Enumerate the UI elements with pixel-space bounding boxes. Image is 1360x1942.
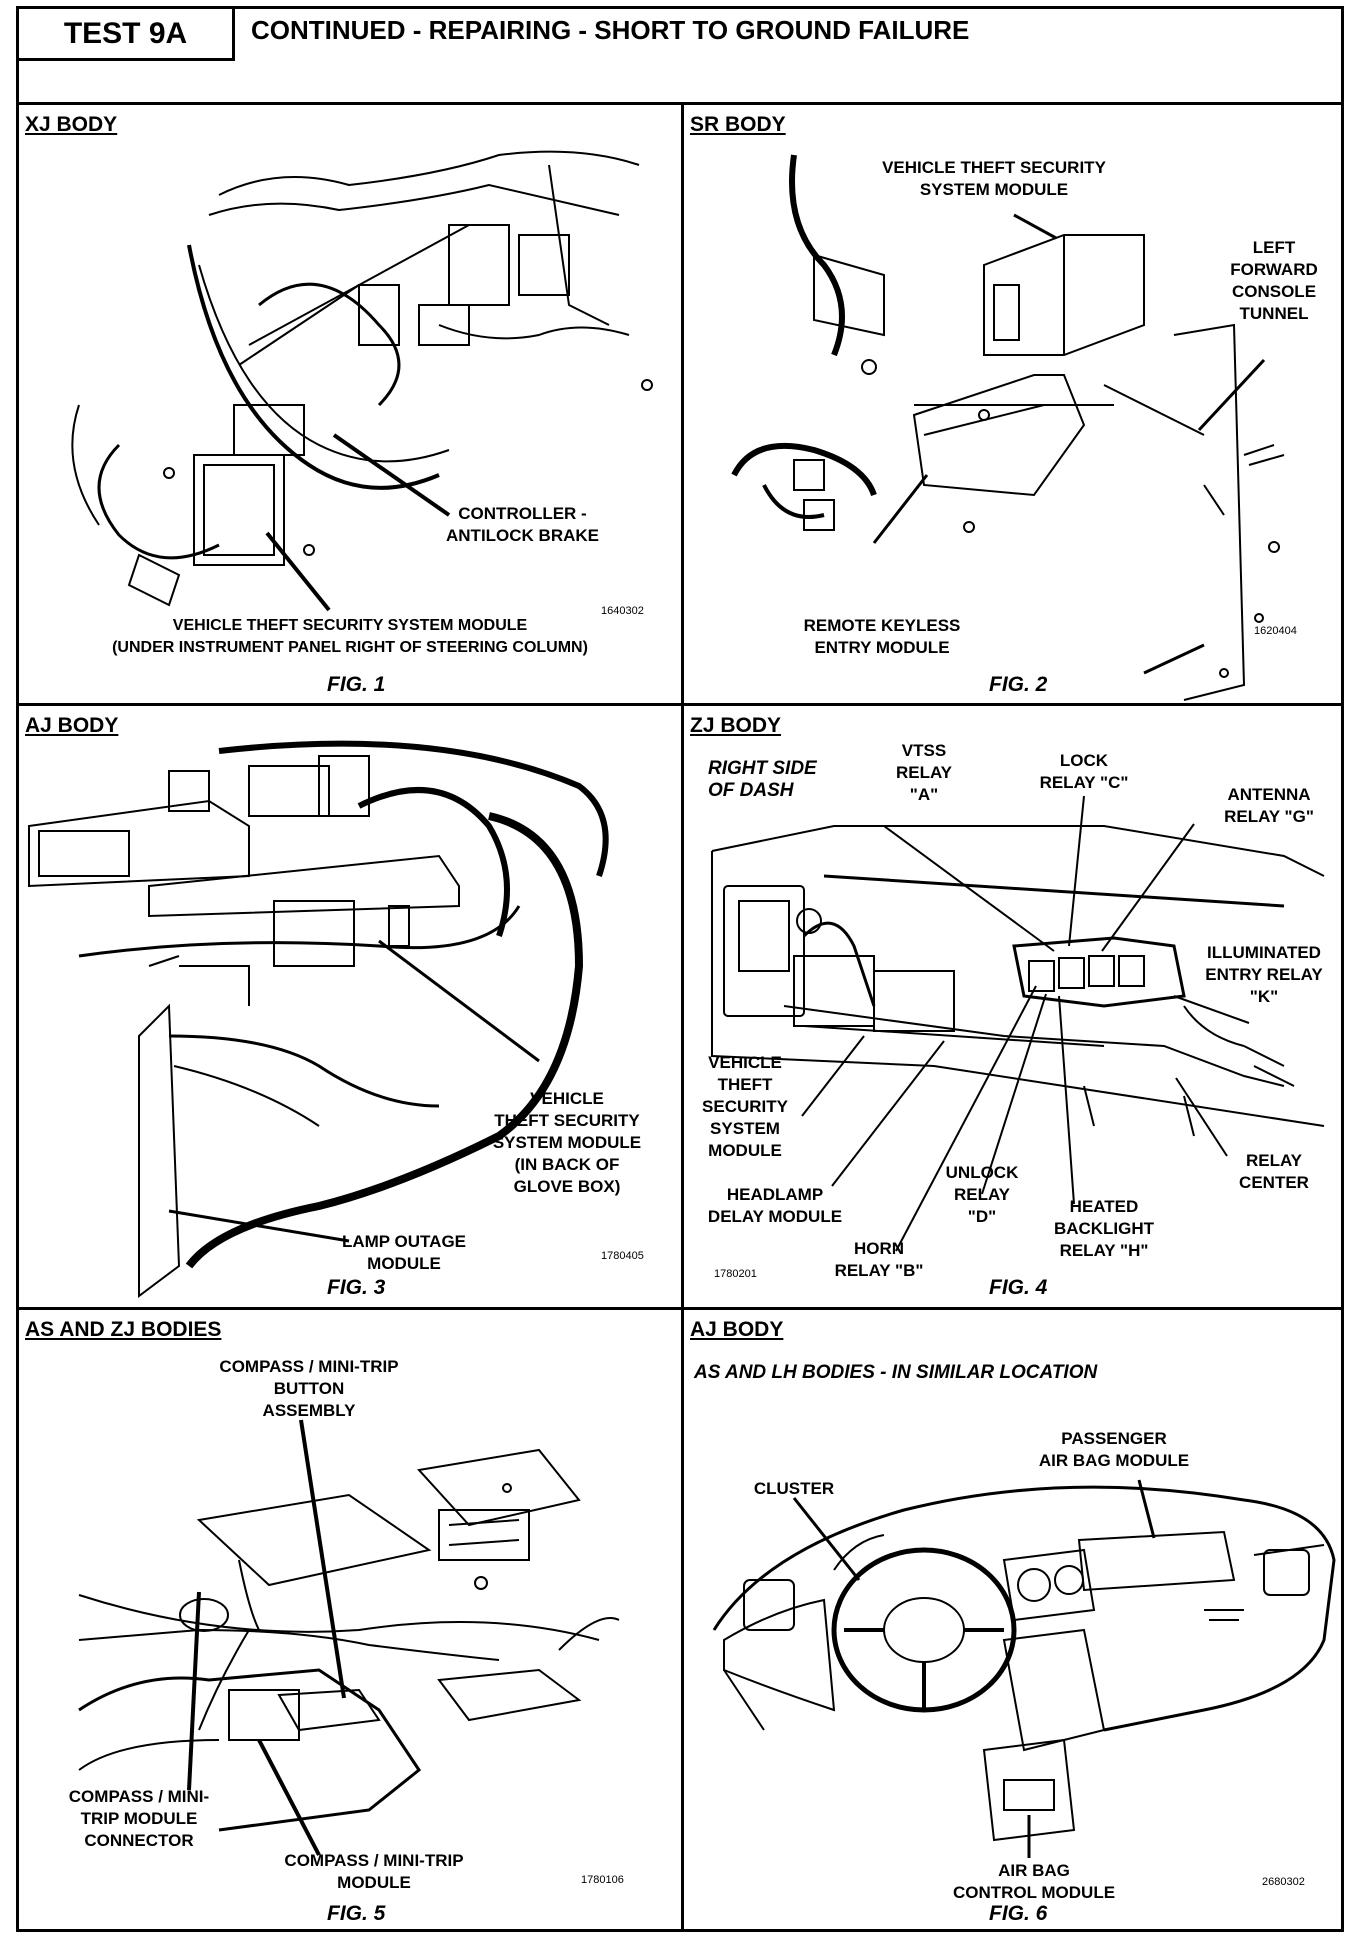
test-label: TEST 9A [19,9,235,61]
as-zj-bodies-illustration [78,1419,620,1856]
panel-subtitle: RIGHT SIDE OF DASH [708,758,817,801]
leader-horn-relay [895,985,1037,1252]
figure-caption: FIG. 1 [327,673,386,696]
panel-title: AJ BODY [690,1318,784,1341]
figure-number: 1780201 [714,1268,757,1280]
zj-body-illustration [711,795,1325,1252]
callout-compass-module-connector: COMPASS / MINI- TRIP MODULE CONNECTOR [68,1787,210,1850]
leader-remote-keyless [872,474,929,544]
figure-panel-5: AS AND ZJ BODIES COMPASS / MINI-TRIP BUT… [19,1310,681,1932]
callout-compass-module: COMPASS / MINI-TRIP MODULE [284,1851,464,1892]
figure-number: 2680302 [1262,1876,1305,1888]
aj-body-airbag-illustration [712,1479,1336,1858]
figure-panel-3: AJ BODY VEHICLE THEFT SECURITY SYSTEM MO… [19,706,681,1307]
panel-title: XJ BODY [25,113,118,136]
leader-headlamp-delay [831,1040,945,1187]
callout-unlock-relay-d: UNLOCK RELAY "D" [945,1163,1019,1226]
figure-number: 1780405 [601,1250,644,1262]
callout-vtss-module: VEHICLE THEFT SECURITY SYSTEM MODULE (UN… [112,617,588,656]
leader-vtss-module [1013,213,1057,240]
callout-vtss-relay-a: VTSS RELAY "A" [895,741,953,804]
leader-illuminated-entry [1173,995,1250,1024]
callout-cluster: CLUSTER [753,1479,835,1498]
leader-heated-backlight [1058,995,1075,1205]
callout-antenna-relay-g: ANTENNA RELAY "G" [1224,785,1314,826]
callout-airbag-control-module: AIR BAG CONTROL MODULE [952,1861,1116,1902]
leader-vtss [378,939,540,1063]
panel-title: SR BODY [690,113,786,136]
row-divider-1 [19,703,1341,706]
callout-passenger-airbag-module: PASSENGER AIR BAG MODULE [1038,1429,1190,1470]
leader-vtss [265,531,331,612]
callout-left-forward-console-tunnel: LEFT FORWARD CONSOLE TUNNEL [1230,238,1318,323]
figure-caption: FIG. 6 [989,1902,1048,1925]
leader-controller [332,433,451,517]
page-header: TEST 9A CONTINUED - REPAIRING - SHORT TO… [19,9,1341,105]
leader-button-assembly [299,1419,346,1699]
column-divider [681,105,684,1932]
figure-panel-4: ZJ BODY RIGHT SIDE OF DASH VTSS RELAY "A… [684,706,1347,1307]
panel-title: ZJ BODY [690,714,782,737]
callout-controller-antilock-brake: CONTROLLER - ANTILOCK BRAKE [446,504,599,545]
leader-vtss-module [801,1035,865,1117]
callout-relay-center: RELAY CENTER [1239,1151,1309,1192]
leader-passenger-airbag [1137,1479,1156,1539]
panel-title: AS AND ZJ BODIES [25,1318,222,1341]
panel-title: AJ BODY [25,714,119,737]
aj-body-illustration [28,740,609,1298]
callout-headlamp-delay-module: HEADLAMP DELAY MODULE [707,1185,843,1226]
panel-subtitle: AS AND LH BODIES - IN SIMILAR LOCATION [694,1362,1098,1383]
callout-horn-relay-b: HORN RELAY "B" [834,1239,924,1280]
callout-remote-keyless-entry-module: REMOTE KEYLESS ENTRY MODULE [803,616,961,657]
figure-caption: FIG. 2 [989,673,1048,696]
callout-lock-relay-c: LOCK RELAY "C" [1039,751,1129,792]
figure-number: 1780106 [581,1874,624,1886]
callout-compass-button-assembly: COMPASS / MINI-TRIP BUTTON ASSEMBLY [219,1357,399,1420]
row-divider-2 [19,1307,1341,1310]
leader-tunnel-bottom [1143,643,1205,675]
xj-body-illustration [71,150,653,612]
callout-vtss-module: VEHICLE THEFT SECURITY SYSTEM MODULE [882,158,1106,199]
leader-console-tunnel [1197,358,1266,432]
callout-lamp-outage-module: LAMP OUTAGE MODULE [341,1232,467,1273]
sr-body-illustration [731,154,1285,701]
callout-illuminated-entry-relay-k: ILLUMINATED ENTRY RELAY "K" [1205,943,1323,1006]
leader-lamp-outage [168,1209,350,1243]
leader-cluster [792,1497,861,1581]
callout-heated-backlight-relay-h: HEATED BACKLIGHT RELAY "H" [1053,1197,1155,1260]
figure-panel-2: SR BODY VEHICLE THEFT SECURITY SYSTEM MO… [684,105,1347,703]
page-title: CONTINUED - REPAIRING - SHORT TO GROUND … [251,15,970,45]
figure-panel-1: XJ BODY CONTROLLER - ANTILOCK BRAKE VEHI… [19,105,681,703]
callout-vtss-module: VEHICLE THEFT SECURITY SYSTEM MODULE (IN… [492,1089,642,1196]
callout-vtss-module: VEHICLE THEFT SECURITY SYSTEM MODULE [702,1053,788,1160]
figure-panel-6: AJ BODY AS AND LH BODIES - IN SIMILAR LO… [684,1310,1347,1932]
leader-vtss-relay [883,825,1055,952]
leader-module [257,1739,321,1856]
figure-caption: FIG. 5 [327,1902,386,1925]
leader-unlock-relay [981,993,1047,1195]
leader-relay-center [1175,1077,1228,1157]
figure-caption: FIG. 3 [327,1276,386,1299]
leader-connector [187,1591,201,1791]
service-manual-page: TEST 9A CONTINUED - REPAIRING - SHORT TO… [16,6,1344,1932]
figure-number: 1640302 [601,605,644,617]
leader-antenna-relay [1101,823,1195,952]
figure-caption: FIG. 4 [989,1276,1048,1299]
leader-lock-relay [1068,795,1085,947]
figure-number: 1620404 [1254,625,1297,637]
